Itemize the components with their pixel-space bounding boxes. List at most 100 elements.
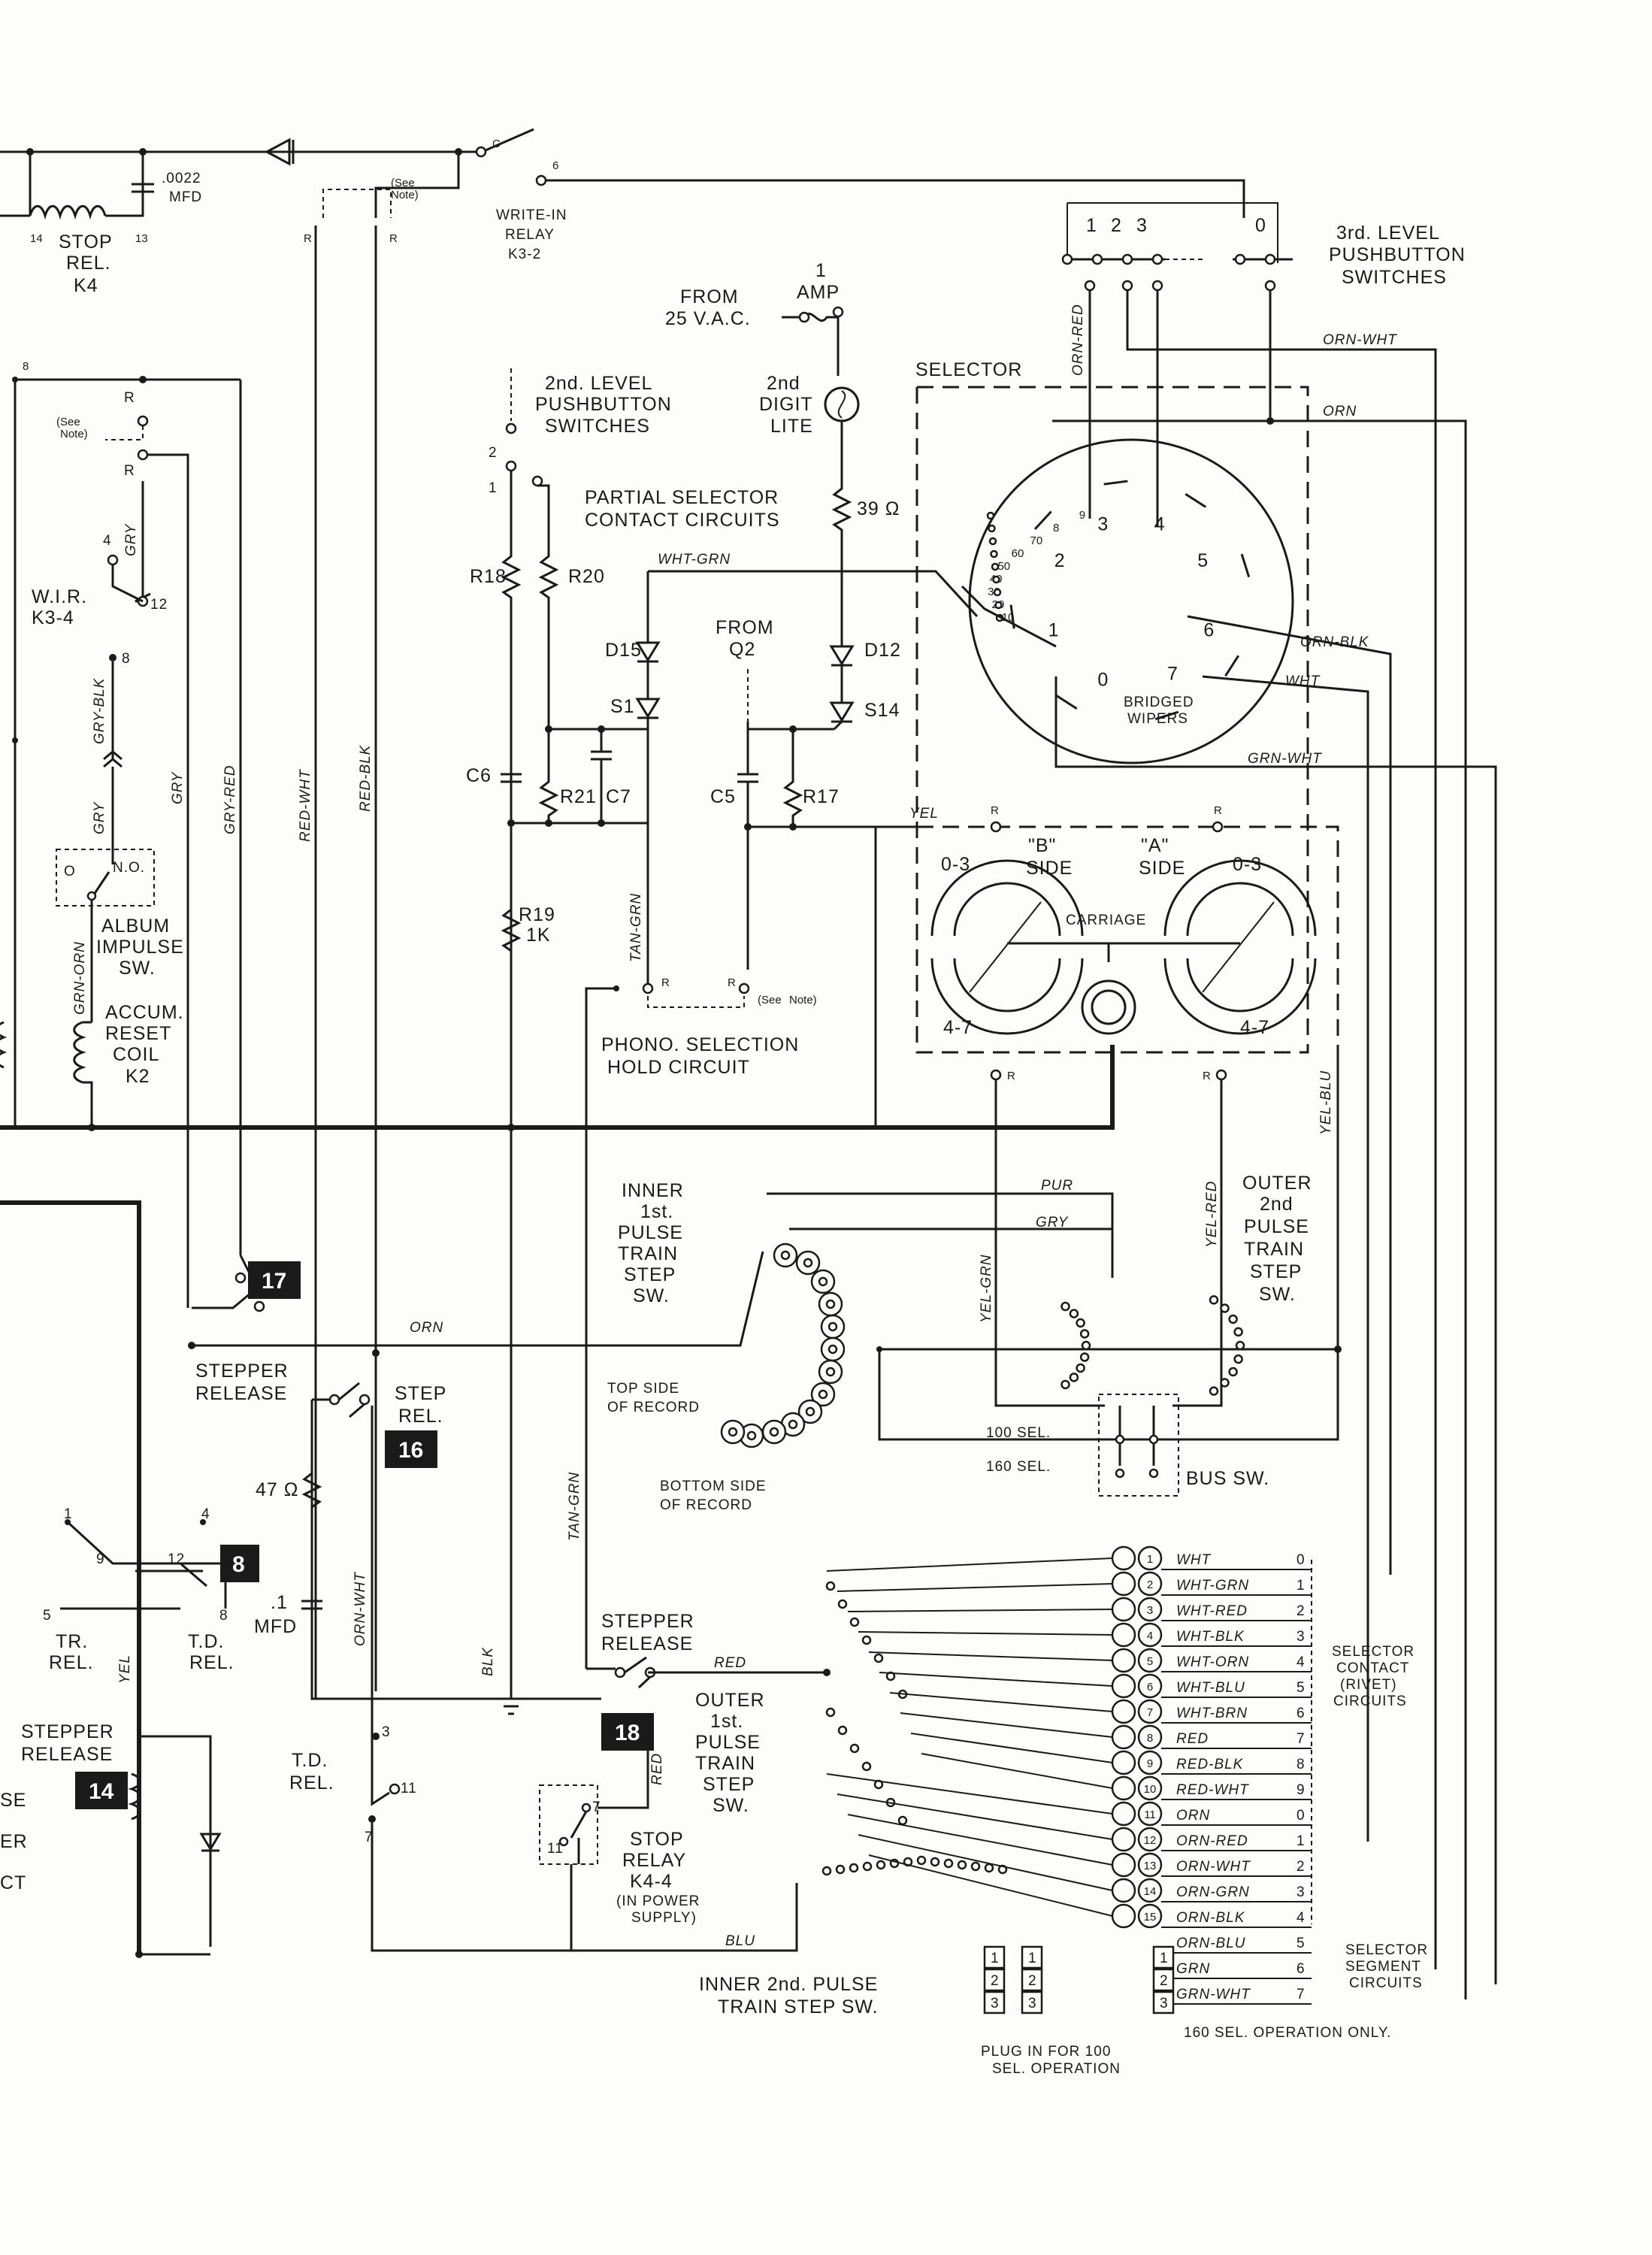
main-bus	[0, 1045, 1115, 1954]
plug-sel-op: SEL. OPERATION	[992, 2061, 1121, 2077]
lvl2-label: 2nd. LEVEL	[545, 373, 652, 394]
inner1-coil-core	[803, 1258, 813, 1268]
rivet-pair-right	[1137, 1622, 1163, 1648]
stop-rel-label: STOP	[59, 232, 113, 253]
rivet-pair-left	[1111, 1622, 1136, 1648]
rivet-digit: 3	[1296, 1629, 1306, 1645]
amp-label: AMP	[797, 282, 840, 303]
rivet-number: 7	[1147, 1706, 1153, 1719]
wir-label: W.I.R.	[32, 586, 87, 607]
inner1-coil-core	[780, 1250, 791, 1261]
rivet-number: 3	[1147, 1604, 1153, 1617]
rivet-number: 6	[1147, 1681, 1153, 1694]
lvl2-pushbutton: PUSHBUTTON	[535, 394, 672, 415]
r-left-2: R	[124, 463, 135, 479]
k3-2-label: K3-2	[508, 247, 541, 262]
rivet-number: 10	[1144, 1783, 1157, 1796]
stop44-7: 7	[592, 1799, 601, 1815]
inner1-label: INNER	[622, 1180, 684, 1201]
partial-contact: CONTACT CIRCUITS	[585, 510, 780, 531]
bridged-label: BRIDGED	[1124, 695, 1194, 710]
rel16-label: REL.	[398, 1406, 443, 1427]
outer1-contact	[837, 1725, 848, 1736]
b-side-label: SIDE	[1026, 858, 1073, 879]
wire-tan-grn-lower: TAN-GRN	[567, 1472, 582, 1541]
r-left-1: R	[124, 390, 135, 406]
rivet-pair-left	[1111, 1571, 1136, 1597]
write-in-relay: RELAY	[505, 227, 555, 243]
dial-contact	[1240, 553, 1251, 578]
stepper18-label: STEPPER	[601, 1611, 694, 1632]
mid-contact	[1076, 1363, 1085, 1373]
rivet-digit: 4	[1296, 1910, 1306, 1926]
plug-box	[1021, 1990, 1043, 2014]
wire-blk: BLK	[480, 1647, 496, 1676]
segment-wire: ORN-BLU	[1176, 1936, 1246, 1951]
in-power: (IN POWER	[616, 1893, 700, 1909]
lvl2-switches: SWITCHES	[545, 416, 650, 437]
rivet-wire: RED-WHT	[1176, 1782, 1249, 1798]
rivet-fan	[868, 1854, 1113, 1917]
pb3-0: 0	[1255, 215, 1266, 236]
lvl3-label: 3rd. LEVEL	[1336, 222, 1440, 244]
mid-contact	[1069, 1373, 1079, 1382]
dial-contact	[1055, 695, 1078, 710]
rivet-number: 9	[1147, 1757, 1153, 1770]
outer2-contact	[1209, 1295, 1219, 1305]
rivet-number: 13	[1144, 1860, 1157, 1872]
r-car-4: R	[1203, 1070, 1211, 1082]
outer1-step: STEP	[703, 1774, 755, 1795]
outer1-pulse: PULSE	[695, 1732, 761, 1753]
plug-number: 3	[1028, 1996, 1037, 2011]
dial-position: 1	[1048, 620, 1060, 641]
wire-red: RED	[714, 1655, 746, 1671]
dial-mark: 8	[1053, 522, 1059, 534]
stop44-relay: RELAY	[622, 1850, 686, 1871]
album-label: ALBUM	[101, 916, 170, 937]
plug-box	[983, 1968, 1006, 1992]
inner1-1st: 1st.	[640, 1201, 673, 1222]
inner2-contact	[821, 1866, 832, 1876]
rivet-fan	[879, 1672, 1113, 1687]
td-3: 3	[382, 1724, 391, 1740]
rivet-pair-left	[1111, 1545, 1136, 1571]
sel160-only: 160 SEL. OPERATION ONLY.	[1184, 2025, 1391, 2041]
r19-1k: 1K	[526, 925, 551, 946]
diode	[264, 138, 295, 166]
partial-label: PARTIAL SELECTOR	[585, 487, 779, 508]
k2-label: K2	[126, 1066, 150, 1087]
lvl2-1: 1	[489, 480, 498, 496]
r17: R17	[803, 786, 840, 807]
td-label: T.D.	[292, 1750, 328, 1771]
r21: R21	[560, 786, 597, 807]
rivet-pair-left	[1111, 1775, 1136, 1801]
dial-contact	[1185, 493, 1207, 508]
inner2-contact	[835, 1864, 846, 1875]
plug-number: 2	[1160, 1973, 1169, 1989]
inner1-coil-core	[818, 1389, 828, 1400]
sel-100: 100 SEL.	[986, 1425, 1051, 1441]
rivet-pair-right	[1137, 1648, 1163, 1673]
term-8-left: 8	[23, 360, 29, 373]
outer1-contact	[861, 1761, 872, 1772]
rivet-pair-left	[1111, 1852, 1136, 1878]
pulse-step-switches: INNER 1st. PULSE TRAIN STEP SW. OUTER 2n…	[188, 1173, 1342, 1876]
rivet-digit: 6	[1296, 1706, 1306, 1721]
rivet-pair-left	[1111, 1801, 1136, 1827]
rivet-fan	[889, 1692, 1113, 1712]
outer2-contact	[1220, 1303, 1230, 1313]
inner1-coils	[720, 1243, 846, 1448]
rivet-pair-right	[1137, 1903, 1163, 1929]
see-note-2: (See	[56, 416, 80, 428]
outer2-pulse: PULSE	[1244, 1216, 1309, 1237]
rivet-pair-right	[1137, 1699, 1163, 1724]
wire-yel-grn: YEL-GRN	[979, 1255, 994, 1323]
dial-mark-dot	[988, 537, 997, 546]
dial-contact	[1103, 480, 1128, 486]
a-side-label: SIDE	[1139, 858, 1185, 879]
inner1-coil-core	[818, 1276, 828, 1287]
inner1-coil-core	[746, 1430, 757, 1441]
r-1: R	[304, 232, 312, 245]
rivet-note-2: CONTACT	[1336, 1660, 1409, 1676]
td-rel: REL.	[289, 1772, 334, 1793]
